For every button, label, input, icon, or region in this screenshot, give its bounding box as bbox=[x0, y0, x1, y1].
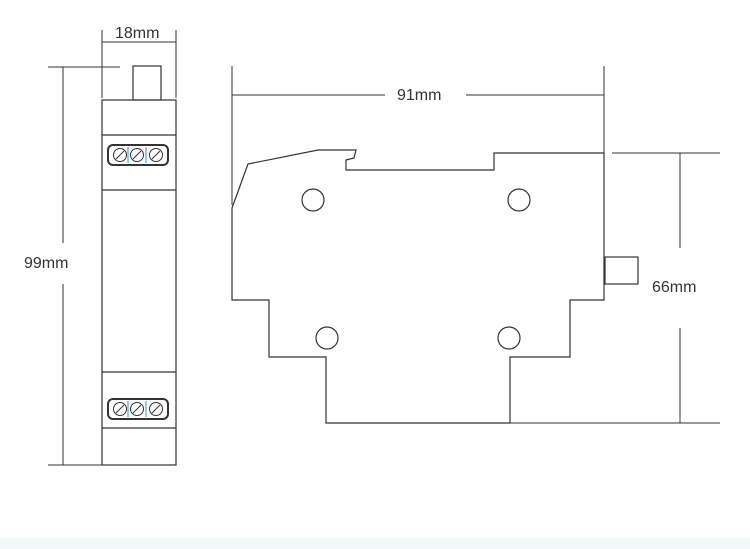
bottom-band bbox=[0, 538, 750, 549]
dim-label-91mm: 91mm bbox=[397, 87, 441, 104]
side-hole-top-right bbox=[507, 188, 531, 212]
side-view: 91mm 66mm bbox=[231, 66, 720, 424]
dim-label-66mm: 66mm bbox=[652, 279, 696, 296]
front-view: 18mm 99mm bbox=[24, 25, 177, 466]
front-body bbox=[101, 99, 177, 466]
dim-label-18mm: 18mm bbox=[115, 25, 159, 42]
front-toggle-knob bbox=[132, 65, 162, 101]
side-body-outline bbox=[231, 149, 605, 424]
dimension-18mm: 18mm bbox=[101, 25, 177, 98]
dimension-66mm: 66mm bbox=[510, 152, 720, 424]
front-terminal-bottom bbox=[107, 398, 169, 420]
side-hole-bottom-right bbox=[497, 326, 521, 350]
dimension-99mm: 99mm bbox=[24, 66, 120, 466]
dim-label-99mm: 99mm bbox=[24, 255, 68, 272]
side-hole-bottom-left bbox=[315, 326, 339, 350]
dimension-91mm: 91mm bbox=[231, 66, 605, 205]
side-toggle-knob bbox=[604, 256, 639, 285]
front-terminal-top bbox=[107, 144, 169, 166]
side-hole-top-left bbox=[301, 188, 325, 212]
